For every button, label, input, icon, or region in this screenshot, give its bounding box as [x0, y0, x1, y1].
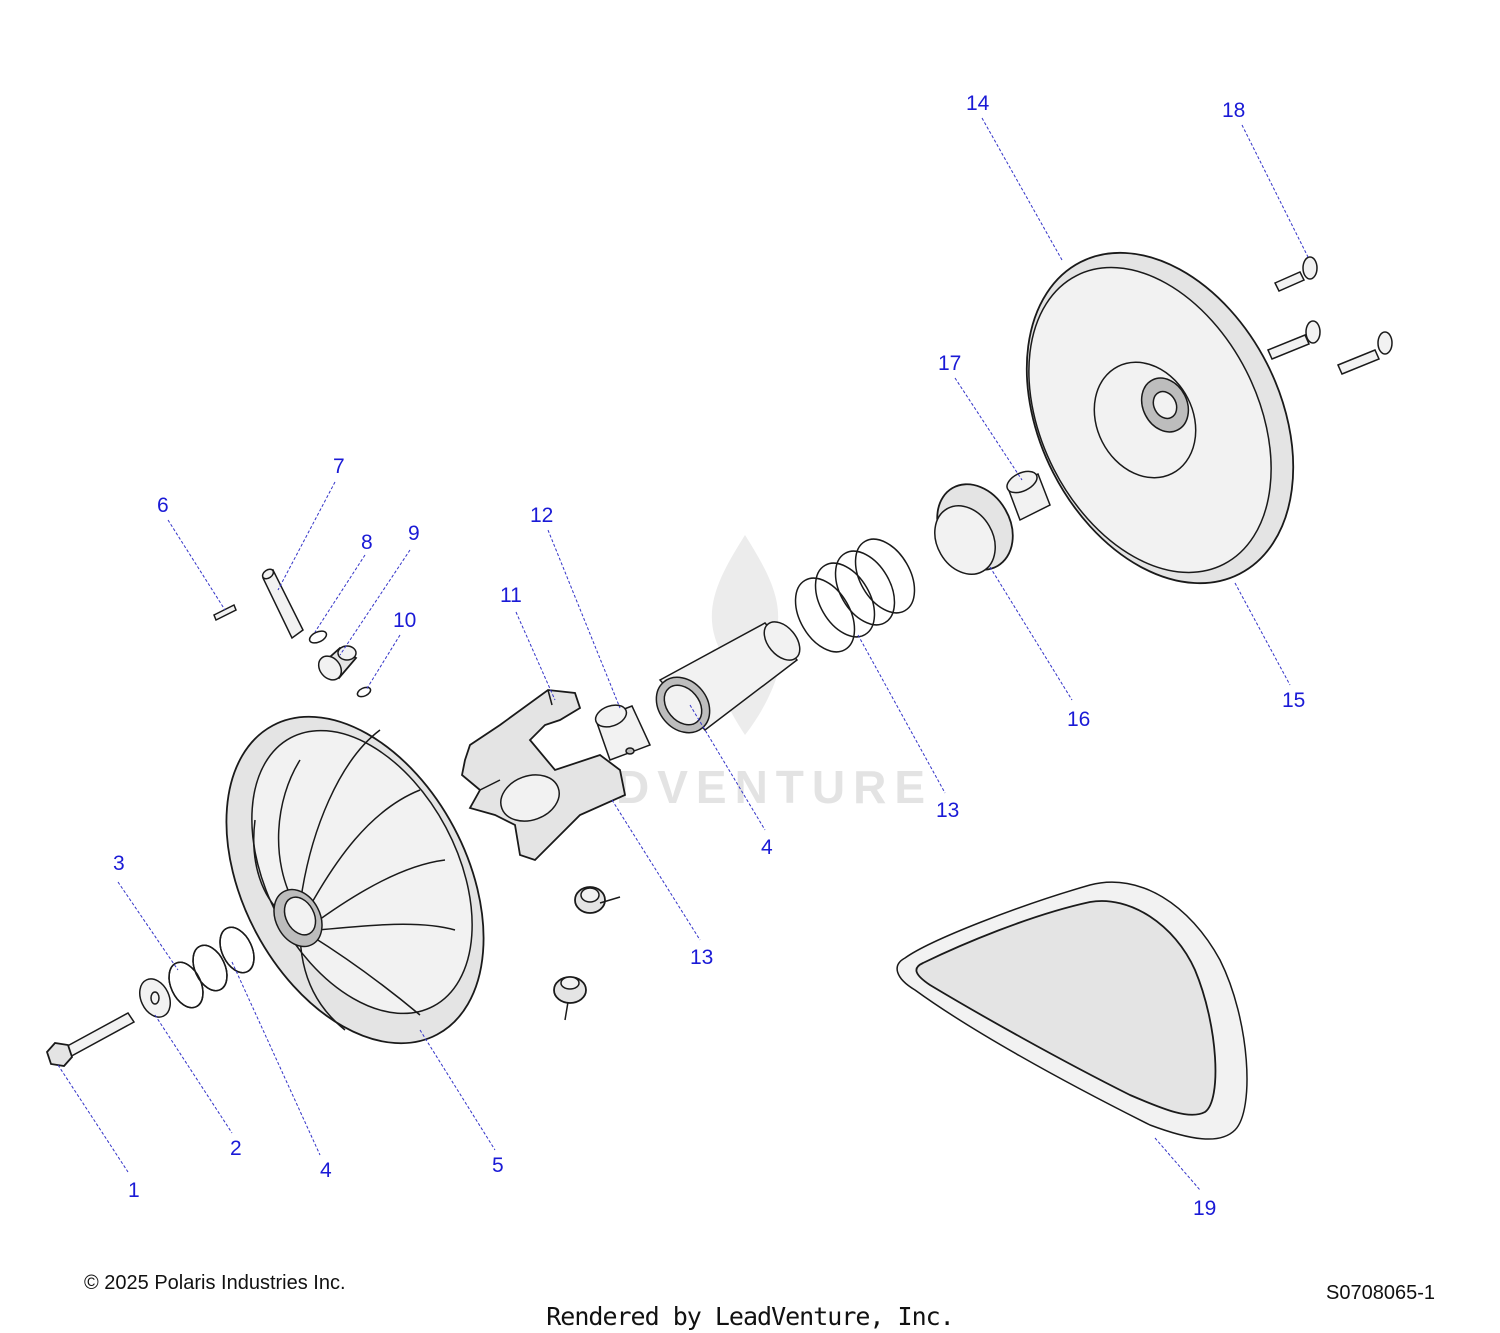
part-6-pin[interactable]: [213, 603, 237, 622]
callout-4-ring: 4: [320, 1159, 332, 1182]
drawing-id: S0708065-1: [1326, 1282, 1435, 1304]
part-12-bushing[interactable]: [593, 701, 652, 761]
part-18-rivets[interactable]: [1266, 256, 1393, 375]
callout-numbers: 1 2 3 4 4 5 6 7 8 9 10 11 12 13 13 14 15…: [113, 92, 1305, 1220]
callout-14: 14: [966, 92, 990, 115]
callout-16: 16: [1067, 708, 1090, 731]
part-10-clip[interactable]: [356, 685, 372, 698]
callout-17: 17: [938, 352, 961, 375]
callout-12: 12: [530, 504, 553, 527]
part-4-splined-hub[interactable]: [645, 615, 807, 743]
callout-11: 11: [500, 584, 522, 607]
callout-10: 10: [393, 609, 416, 632]
callout-15: 15: [1282, 689, 1305, 712]
part-16-spring-cup[interactable]: [922, 471, 1028, 586]
leader-lines: [57, 117, 1309, 1191]
rendered-by-credit: Rendered by LeadVenture, Inc.: [546, 1302, 955, 1331]
part-17-bushing[interactable]: [1004, 467, 1051, 522]
callout-7: 7: [333, 455, 345, 478]
part-19-drive-belt[interactable]: [896, 881, 1248, 1140]
part-8-washer[interactable]: [308, 629, 329, 646]
part-7-roller-pin[interactable]: [261, 567, 304, 640]
callout-3: 3: [113, 852, 125, 875]
callout-13-spring: 13: [936, 799, 959, 822]
callout-13-spider: 13: [690, 946, 713, 969]
callout-4-hub: 4: [761, 836, 773, 859]
callout-9: 9: [408, 522, 420, 545]
copyright-text: © 2025 Polaris Industries Inc.: [84, 1272, 346, 1294]
callout-1: 1: [128, 1179, 140, 1202]
part-5-sheave[interactable]: [174, 673, 536, 1087]
callout-19: 19: [1193, 1197, 1216, 1220]
part-1-bolt[interactable]: [45, 1012, 136, 1067]
part-13-weights[interactable]: [553, 886, 621, 1021]
part-14-stationary-sheave[interactable]: [974, 208, 1347, 629]
callout-5: 5: [492, 1154, 504, 1177]
part-4-ring[interactable]: [186, 922, 260, 996]
callout-18: 18: [1222, 99, 1245, 122]
part-13-spring[interactable]: [783, 529, 926, 662]
part-11-spider[interactable]: [461, 689, 627, 862]
part-9-roller[interactable]: [314, 645, 358, 684]
callout-6: 6: [157, 494, 169, 517]
callout-8: 8: [361, 531, 373, 554]
callout-2: 2: [230, 1137, 242, 1160]
part-2-washer[interactable]: [134, 974, 176, 1022]
